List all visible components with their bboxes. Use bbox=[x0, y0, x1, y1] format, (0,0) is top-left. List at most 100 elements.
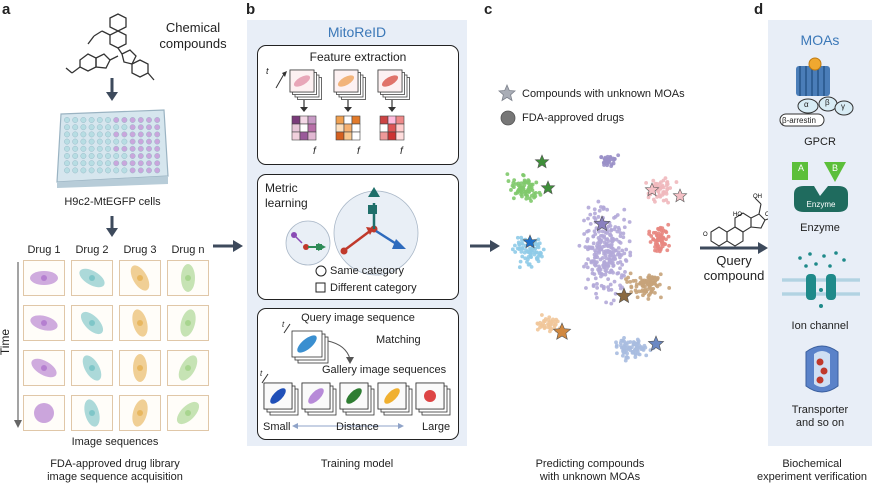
metric-learning-line2: learning bbox=[265, 196, 308, 210]
matching-box bbox=[257, 308, 459, 440]
panel-b-caption: Training model bbox=[320, 458, 394, 470]
transporter-icon bbox=[805, 345, 839, 393]
cell-image bbox=[167, 350, 209, 386]
drug-header-3: Drug 3 bbox=[123, 244, 157, 256]
legend-fda-label: FDA-approved drugs bbox=[522, 112, 625, 124]
gpcr-icon bbox=[779, 57, 854, 127]
time-axis-arrow bbox=[14, 262, 22, 428]
cell-image bbox=[23, 305, 65, 341]
panel-a-caption-line1: FDA-approved drug library bbox=[50, 458, 180, 470]
arrow-down-icon bbox=[106, 78, 118, 101]
panel-c-caption-line1: Predicting compounds bbox=[535, 458, 645, 470]
transporter-label: Transporter and so on bbox=[768, 404, 872, 430]
cell-image bbox=[119, 260, 161, 296]
compounds-label-line1: Chemical bbox=[165, 20, 221, 35]
cell-image bbox=[23, 395, 65, 431]
metric-learning-diagram bbox=[285, 187, 419, 293]
f-label-1: f bbox=[313, 146, 316, 157]
cell-image bbox=[71, 350, 113, 386]
ion-channel-icon bbox=[782, 251, 860, 308]
query-compound-line2: compound bbox=[703, 268, 765, 283]
matching-label: Matching bbox=[376, 334, 421, 346]
cell-image bbox=[71, 305, 113, 341]
compounds-label: Chemical compounds bbox=[148, 20, 238, 52]
feature-extraction-diagram bbox=[275, 69, 410, 141]
query-compound-label: Query compound bbox=[696, 253, 772, 283]
enzyme-inner-label: Enzyme bbox=[806, 200, 836, 209]
svg-text:O: O bbox=[703, 232, 708, 238]
f-label-2: f bbox=[357, 146, 360, 157]
small-label: Small bbox=[263, 421, 291, 433]
panel-letter-b: b bbox=[246, 1, 256, 18]
panel-d-caption-line2: experiment verification bbox=[756, 471, 868, 483]
matching-diagram bbox=[261, 323, 451, 429]
panel-letter-a: a bbox=[2, 1, 11, 18]
embedding-scatter-plot bbox=[505, 153, 688, 363]
panel-letter-c: c bbox=[484, 1, 493, 18]
large-label: Large bbox=[422, 421, 451, 433]
query-compound-molecule-icon: O OH O HO bbox=[703, 194, 772, 247]
feature-extraction-label: Feature extraction bbox=[309, 50, 407, 64]
cell-image bbox=[119, 350, 161, 386]
feature-extraction-box bbox=[257, 45, 459, 165]
enzyme-icon bbox=[792, 162, 848, 212]
cell-image bbox=[119, 305, 161, 341]
distance-label: Distance bbox=[336, 421, 379, 433]
cell-image bbox=[167, 260, 209, 296]
panel-d-caption: Biochemical experiment verification bbox=[752, 458, 872, 484]
t-label: t bbox=[266, 66, 269, 76]
t-label-query: t bbox=[282, 320, 285, 329]
gamma-label: γ bbox=[841, 102, 845, 111]
compounds-label-line2: compounds bbox=[159, 36, 227, 51]
different-category-label: Different category bbox=[330, 282, 417, 294]
panel-a-caption: FDA-approved drug library image sequence… bbox=[10, 458, 220, 484]
transporter-label-line1: Transporter bbox=[791, 404, 849, 416]
panel-letter-d: d bbox=[754, 1, 764, 18]
beta-label: β bbox=[825, 98, 830, 107]
drug-header-1: Drug 1 bbox=[27, 244, 61, 256]
gallery-sequences-label: Gallery image sequences bbox=[322, 364, 447, 376]
query-compound-line1: Query bbox=[716, 253, 752, 268]
metric-learning-line1: Metric bbox=[265, 181, 298, 195]
time-label: Time bbox=[0, 328, 13, 356]
t-label-gallery: t bbox=[260, 369, 263, 378]
enzyme-letter-a: A bbox=[798, 163, 805, 173]
panel-a-caption-line2: image sequence acquisition bbox=[47, 471, 183, 483]
cell-image bbox=[167, 395, 209, 431]
alpha-label: α bbox=[804, 100, 809, 109]
mitoreid-title: MitoReID bbox=[327, 24, 387, 40]
fda-drug-dot-icon bbox=[500, 110, 516, 126]
ion-channel-label: Ion channel bbox=[791, 320, 849, 332]
image-sequences-label: Image sequences bbox=[71, 436, 159, 448]
chemical-structures-icon bbox=[65, 13, 155, 81]
cell-image bbox=[167, 305, 209, 341]
f-label-3: f bbox=[400, 146, 403, 157]
arrow-down-icon bbox=[106, 216, 118, 237]
panel-c-caption: Predicting compounds with unknown MOAs bbox=[510, 458, 670, 484]
transporter-label-line2: and so on bbox=[795, 417, 845, 429]
legend-unknown-label: Compounds with unknown MOAs bbox=[522, 88, 685, 100]
enzyme-label: Enzyme bbox=[800, 222, 840, 234]
cell-image bbox=[119, 395, 161, 431]
arrow-right-icon bbox=[213, 240, 243, 252]
unknown-moa-star-icon bbox=[498, 83, 516, 102]
drug-header-2: Drug 2 bbox=[75, 244, 109, 256]
svg-text:HO: HO bbox=[733, 212, 742, 218]
query-sequence-label: Query image sequence bbox=[301, 312, 415, 324]
svg-text:OH: OH bbox=[753, 194, 762, 200]
same-category-label: Same category bbox=[330, 265, 404, 277]
metric-learning-label: Metric learning bbox=[265, 181, 308, 211]
enzyme-letter-b: B bbox=[832, 163, 839, 173]
panel-c-caption-line2: with unknown MOAs bbox=[539, 471, 641, 483]
query-arrow-icon bbox=[700, 242, 768, 254]
moa-title: MOAs bbox=[800, 32, 840, 48]
cell-image bbox=[23, 350, 65, 386]
panel-d-caption-line1: Biochemical bbox=[782, 458, 842, 470]
arrestin-label: β-arrestin bbox=[782, 116, 816, 125]
drug-header-n: Drug n bbox=[171, 244, 205, 256]
well-plate-icon bbox=[56, 109, 169, 188]
gpcr-label: GPCR bbox=[804, 136, 836, 148]
cell-image bbox=[23, 260, 65, 296]
cells-label: H9c2-MtEGFP cells bbox=[64, 196, 161, 208]
cell-image bbox=[71, 395, 113, 431]
